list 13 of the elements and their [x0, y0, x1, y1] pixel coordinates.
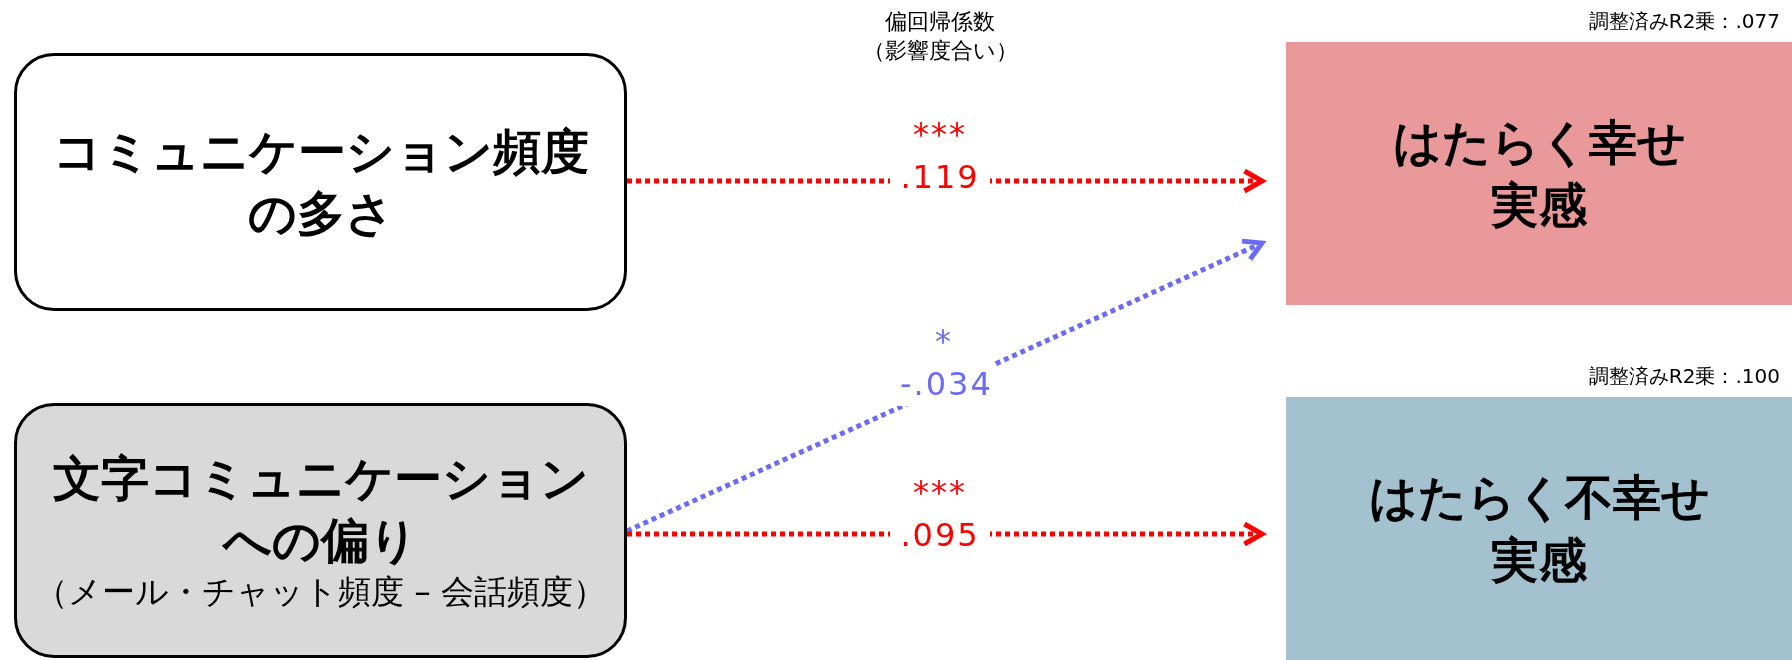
arrow: [625, 238, 1265, 534]
box-title: コミュニケーション頻度の多さ: [51, 121, 590, 243]
outcome-box: [1286, 42, 1792, 305]
box-title: はたらく不幸せ実感: [1367, 468, 1711, 590]
outcome-box: [1286, 397, 1792, 660]
box-title: 文字コミュニケーションへの偏り: [51, 448, 590, 571]
r-squared-note: 調整済みR2乗：.077: [1588, 8, 1780, 35]
box-title: はたらく幸せ実感: [1391, 113, 1687, 235]
factor-box: [14, 403, 627, 658]
r-squared-note: 調整済みR2乗：.100: [1588, 363, 1780, 390]
factor-box: [14, 53, 627, 311]
box-note: （メール・チャット頻度 – 会話頻度）: [34, 571, 607, 614]
column-heading: 偏回帰係数（影響度合い）: [861, 8, 1019, 65]
